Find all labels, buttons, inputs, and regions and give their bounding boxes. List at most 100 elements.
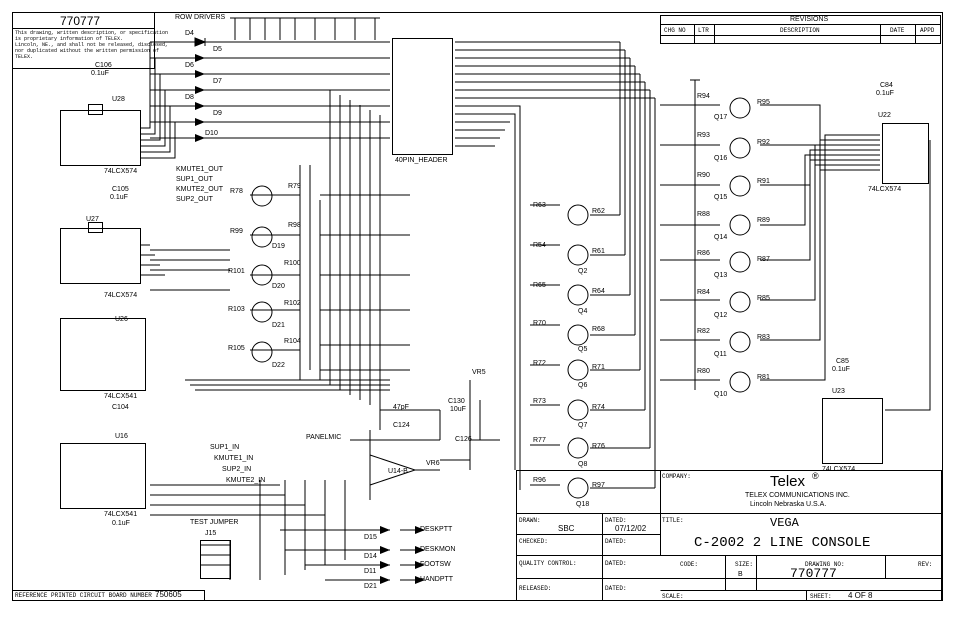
chip-u27: U27	[86, 216, 99, 223]
chip-u23: U23	[832, 388, 845, 395]
res-r64: R64	[592, 288, 605, 295]
checked-label: CHECKED:	[519, 538, 548, 545]
ref-board-label: REFERENCE PRINTED CIRCUIT BOARD NUMBER :	[15, 592, 160, 599]
cap-c105: C105	[112, 186, 129, 193]
cap-c104: C104	[112, 404, 129, 411]
signal-kmute2-in: KMUTE2_IN	[226, 477, 266, 484]
transistor-q16: Q16	[714, 155, 728, 162]
res-r61: R61	[592, 248, 605, 255]
chip-u22: U22	[878, 112, 891, 119]
diode-d21: D21	[364, 583, 377, 590]
chip-u28-type: 74LCX574	[104, 168, 138, 175]
res-r103: R103	[228, 306, 245, 313]
diode-d6: D6	[185, 62, 194, 69]
title-line-1: VEGA	[770, 516, 799, 530]
res-r96: R96	[533, 477, 546, 484]
chip-u28: U28	[112, 96, 125, 103]
dated-label-3: DATED:	[605, 560, 627, 567]
res-r95: R95	[757, 99, 770, 106]
notice-line-5: TELEX.	[15, 54, 34, 60]
res-r82: R82	[697, 328, 710, 335]
signal-kmute1-out: KMUTE1_OUT	[176, 166, 224, 173]
res-r81: R81	[757, 374, 770, 381]
res-r70: R70	[533, 320, 546, 327]
signal-sup1-in: SUP1_IN	[210, 444, 240, 451]
sheet-value: 4 OF 8	[848, 591, 873, 600]
transistor-q18: Q18	[576, 501, 590, 508]
transistor-q12: Q12	[714, 312, 728, 319]
diode-d9: D9	[213, 110, 222, 117]
transistor-q7: Q7	[578, 422, 588, 429]
company-label: COMPANY:	[662, 473, 691, 480]
res-r63: R63	[533, 202, 546, 209]
row-drivers-label: ROW DRIVERS	[175, 14, 226, 21]
dated-label-4: DATED:	[605, 585, 627, 592]
transistor-q6: Q6	[578, 382, 588, 389]
cap-c126: C126	[455, 436, 472, 443]
transistor-d19: D19	[272, 243, 285, 250]
signal-kmute1-in: KMUTE1_IN	[214, 455, 254, 462]
res-r90: R90	[697, 172, 710, 179]
res-r85: R85	[757, 295, 770, 302]
panelmic-label: PANELMIC	[306, 434, 342, 441]
chip-u22-type: 74LCX574	[868, 186, 902, 193]
cap-c105-val: 0.1uF	[110, 194, 128, 201]
company-sub: TELEX COMMUNICATIONS INC.	[745, 492, 850, 499]
res-r97: R97	[592, 482, 605, 489]
vr5-label: VR5	[472, 369, 486, 376]
drawing-value: 770777	[790, 566, 837, 581]
rev-col-appd: APPD	[920, 27, 935, 34]
sheet-label: SHEET:	[810, 593, 832, 600]
scale-label: SCALE:	[662, 593, 684, 600]
transistor-q17: Q17	[714, 114, 728, 121]
company-city: Lincoln Nebraska U.S.A.	[750, 501, 827, 508]
transistor-d21: D21	[272, 322, 285, 329]
rev-col-chg: CHG NO	[664, 27, 686, 34]
res-r89: R89	[757, 217, 770, 224]
res-r71: R71	[592, 364, 605, 371]
chip-u14: U14-B	[388, 468, 408, 475]
transistor-q11: Q11	[714, 351, 727, 358]
res-r65: R65	[533, 282, 546, 289]
cap-c83: 0.1uF	[112, 520, 130, 527]
dated-label-2: DATED:	[605, 538, 627, 545]
qc-label: QUALITY CONTROL:	[519, 560, 577, 567]
res-r86: R86	[697, 250, 710, 257]
rev-col-desc: DESCRIPTION	[780, 27, 820, 34]
notice-line-2: is proprietary information of TELEX.	[15, 36, 124, 42]
signal-kmute2-out: KMUTE2_OUT	[176, 186, 224, 193]
res-r84: R84	[697, 289, 710, 296]
chip-u26: U26	[115, 316, 128, 323]
res-r104: R104	[284, 338, 301, 345]
res-r94: R94	[697, 93, 710, 100]
rev-col-ltr: LTR	[698, 27, 709, 34]
dated-value: 07/12/02	[615, 524, 647, 533]
cap-c130: C130	[448, 398, 465, 405]
cap-c84: C84	[880, 82, 893, 89]
dated-label-1: DATED:	[605, 517, 627, 524]
signal-sup2-out: SUP2_OUT	[176, 196, 213, 203]
res-r74: R74	[592, 404, 605, 411]
cap-c85: C85	[836, 358, 849, 365]
notice-line-4: nor duplicated without the written permi…	[15, 48, 160, 54]
output-footsw: FOOTSW	[420, 561, 451, 568]
res-r73: R73	[533, 398, 546, 405]
cap-c85-val: 0.1uF	[832, 366, 850, 373]
header-name: 40PIN_HEADER	[395, 157, 448, 164]
cap-47pf: 47pF	[393, 404, 409, 411]
drawing-label: DRAWING NO:	[805, 561, 845, 568]
res-r54: R54	[533, 242, 546, 249]
transistor-q15: Q15	[714, 194, 728, 201]
rev-label: REV:	[918, 561, 933, 568]
res-r105: R105	[228, 345, 245, 352]
ref-board-number: 750605	[155, 590, 182, 599]
chip-u16-type: 74LCX541	[104, 511, 138, 518]
chip-u23-type: 74LCX574	[822, 466, 856, 473]
transistor-q14: Q14	[714, 234, 728, 241]
revisions-title: REVISIONS	[790, 16, 829, 23]
diode-d4: D4	[185, 30, 194, 37]
diode-d11: D11	[364, 568, 377, 575]
diode-d15: D15	[364, 534, 377, 541]
res-r80: R80	[697, 368, 710, 375]
title-line-2: C-2002 2 LINE CONSOLE	[694, 535, 871, 551]
